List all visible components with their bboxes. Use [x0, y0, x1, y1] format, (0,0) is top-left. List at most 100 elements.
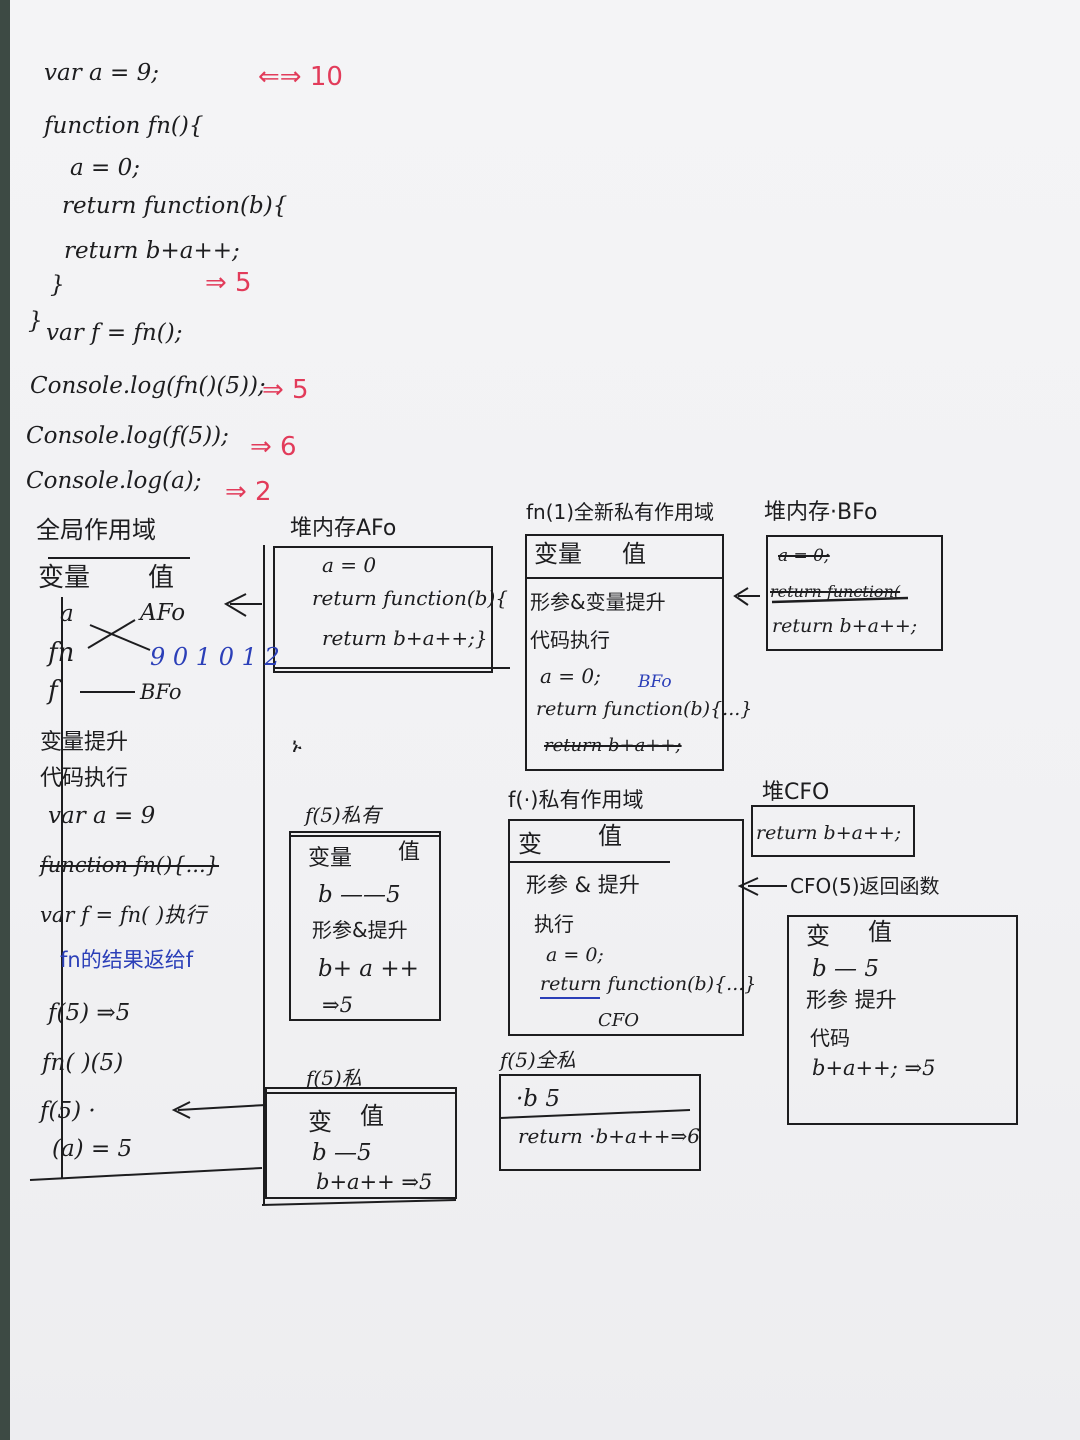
cfo-call-line-3: 代码	[810, 1026, 850, 1050]
fn-private-line-1: 形参&变量提升	[530, 590, 666, 614]
f5-private-b-col-var: 变	[308, 1108, 332, 1136]
global-step-4: fn的结果返给f	[60, 948, 194, 972]
link-fn-val	[89, 624, 151, 651]
f5-full-line-1: ·b 5	[516, 1086, 560, 1112]
global-var-f: f	[48, 676, 58, 706]
arrow-f5-global	[171, 1101, 267, 1119]
heap-bfo-line-2: return function(	[770, 582, 901, 601]
fn-private-2-line-5: CFO	[598, 1010, 640, 1031]
global-val-bfo: BFo	[140, 680, 182, 704]
paper-sheet	[10, 0, 1080, 1440]
code-line-7-brace: }	[28, 308, 43, 334]
global-var-a: a	[60, 601, 74, 627]
heap-afo-line-2: return function(b){	[312, 586, 508, 610]
cfo-call-col-var: 变	[806, 922, 830, 950]
fn-private-2-title: f(·)私有作用域	[508, 788, 644, 812]
global-bottom-border	[29, 1167, 263, 1181]
fn-private-2-line-1: 形参 & 提升	[526, 873, 640, 897]
code-line-6: }	[50, 272, 65, 298]
cfo-call-line-4: b+a++; ⇒5	[812, 1056, 936, 1080]
global-title: 全局作用域	[36, 516, 156, 544]
code-line-10: Console.log(a);	[26, 468, 202, 494]
global-step-5: f(5) ⇒5	[48, 1000, 131, 1026]
code-note-6: ⇒ 5	[205, 268, 252, 298]
global-step-3: var f = fn( )执行	[40, 903, 207, 927]
f5-full-box	[499, 1074, 701, 1171]
f5-private-a-line-4: ⇒5	[322, 993, 353, 1017]
cfo-call-box	[787, 915, 1018, 1125]
global-col-var: 变量	[38, 563, 91, 593]
global-exec: 代码执行	[40, 766, 129, 791]
global-step-7: f(5) ·	[40, 1098, 96, 1124]
f5-private-b-line-2: b+a++ ⇒5	[316, 1170, 433, 1194]
fn-private-2-box	[508, 819, 744, 1036]
f5-full-title: f(5)全私	[500, 1048, 576, 1072]
fn-private-line-4: return function(b){...}	[536, 698, 753, 720]
code-note-1: ⇐⇒ 10	[258, 62, 343, 92]
fn-private-2-col-var: 变	[518, 830, 542, 858]
global-step-2: function fn(){...}	[40, 853, 220, 877]
arrow-afo	[223, 593, 262, 617]
global-step-6: fn( )(5)	[42, 1050, 124, 1076]
f5-private-b-line-1: b —5	[312, 1140, 372, 1166]
cfo-call-line-1: b — 5	[812, 956, 879, 982]
fn-private-2-line-2: 执行	[534, 912, 574, 936]
code-line-8: Console.log(fn()(5));	[30, 373, 266, 399]
code-line-5: return b+a++;	[64, 238, 240, 264]
fn-private-2-line-3: a = 0;	[546, 944, 604, 966]
heap-cfo-title: 堆CFO	[762, 780, 830, 805]
f5-private-a-col-var: 变量	[308, 846, 353, 871]
fn-private-col-val: 值	[622, 540, 646, 568]
code-note-8: ⇒ 5	[262, 375, 309, 405]
f5-private-b-box	[265, 1087, 457, 1199]
fn-private-line-5: return b+a++;	[544, 735, 682, 756]
heap-cfo-box	[751, 805, 915, 857]
heap-bfo-title: 堆内存·BFo	[764, 500, 878, 525]
heap-afo-title: 堆内存AFo	[290, 516, 397, 541]
code-line-9: Console.log(f(5));	[26, 423, 229, 449]
heap-bfo-box	[766, 535, 943, 651]
global-step-8: (a) = 5	[52, 1136, 133, 1162]
f5-private-b-col-val: 值	[360, 1102, 384, 1130]
fn-private-2-col-val: 值	[598, 822, 622, 850]
f5-private-b-title: f(5)私	[306, 1066, 362, 1090]
heap-afo-box	[273, 546, 493, 673]
global-col-val: 值	[148, 563, 175, 593]
cfo-call-title: CFO(5)返回函数	[790, 874, 940, 898]
f5-private-a-line-3: b+ a ++	[318, 956, 419, 982]
heap-bfo-line-3: return b+a++;	[772, 615, 918, 637]
f5-full-line-2: return ·b+a++⇒6	[518, 1124, 700, 1148]
stray-mark: ኑ	[292, 733, 302, 757]
code-line-7: var f = fn();	[46, 320, 183, 346]
code-note-10: ⇒ 2	[225, 477, 272, 507]
global-hoist: 变量提升	[40, 730, 129, 755]
fn-private-line-3: a = 0;	[540, 664, 601, 688]
global-step-1: var a = 9	[48, 803, 156, 829]
arrow-cfo	[737, 877, 787, 896]
cfo-call-line-2: 形参 提升	[806, 988, 897, 1012]
f5-private-a-line-2: 形参&提升	[312, 918, 408, 942]
heap-bfo-line-1: a = 0;	[778, 546, 830, 566]
f5-private-a-col-val: 值	[398, 840, 421, 865]
code-line-3: a = 0;	[70, 155, 140, 181]
arrow-bfo	[733, 587, 760, 606]
fn-private-title: fn(1)全新私有作用域	[526, 500, 715, 524]
fn-private-box	[525, 534, 724, 771]
cfo-call-col-val: 值	[868, 918, 892, 946]
code-line-2: function fn(){	[44, 113, 204, 139]
fn-private-col-var: 变量	[534, 540, 582, 568]
fn-private-line-2: 代码执行	[530, 628, 610, 652]
global-val-nums: 9 0 1 0 1 2	[150, 643, 280, 671]
global-var-fn: fn	[48, 638, 75, 668]
code-line-1: var a = 9;	[44, 60, 159, 86]
heap-afo-line-1: a = 0	[322, 553, 377, 577]
global-val-afo: AFo	[140, 600, 186, 626]
f5-private-a-title: f(5)私有	[305, 803, 381, 827]
f5-private-a-line-1: b ——5	[318, 882, 401, 908]
fn-private-line-3-note: BFo	[638, 672, 672, 692]
f5-private-a-box	[289, 831, 441, 1021]
code-note-9: ⇒ 6	[250, 432, 297, 462]
code-line-4: return function(b){	[62, 193, 288, 219]
heap-cfo-line-1: return b+a++;	[756, 822, 902, 844]
